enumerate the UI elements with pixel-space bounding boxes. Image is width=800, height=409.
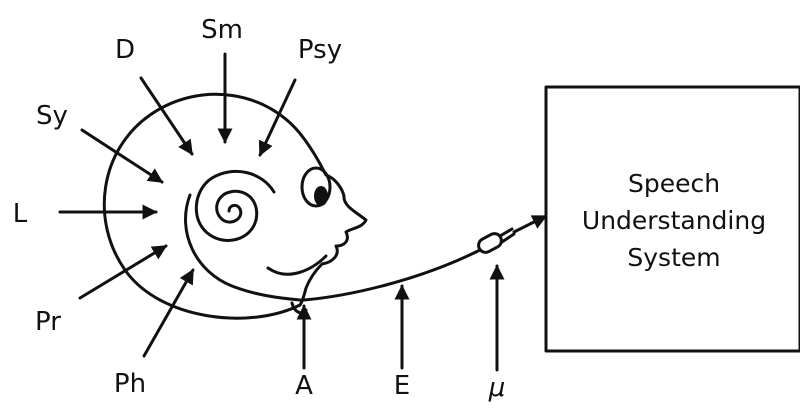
signal-cable xyxy=(302,248,482,302)
ear-spiral xyxy=(194,169,276,242)
label-sm: Sm xyxy=(201,15,243,45)
mouth xyxy=(266,254,328,276)
eye-outline xyxy=(300,166,332,208)
arrow-psy xyxy=(258,78,297,157)
label-a: A xyxy=(295,371,313,401)
arrow-mic-to-system xyxy=(512,214,548,234)
eye-pupil xyxy=(314,186,328,206)
arrow-pr xyxy=(78,244,168,300)
system-box-line3: System xyxy=(627,243,720,272)
label-l: L xyxy=(13,199,28,229)
microphone-icon xyxy=(477,227,516,254)
system-box-line1: Speech xyxy=(628,169,720,198)
label-mu: μ xyxy=(488,373,506,403)
label-sy: Sy xyxy=(36,101,68,131)
head-figure xyxy=(102,92,368,320)
label-pr: Pr xyxy=(35,307,61,337)
arrow-ph xyxy=(142,268,195,358)
arrow-sy xyxy=(80,128,164,184)
label-d: D xyxy=(115,35,135,65)
system-box xyxy=(544,85,800,353)
system-box-line2: Understanding xyxy=(582,206,766,235)
label-psy: Psy xyxy=(298,35,342,65)
inner-curve xyxy=(184,193,302,302)
head-outline xyxy=(102,92,368,320)
arrow-d xyxy=(139,76,194,156)
label-ph: Ph xyxy=(114,369,146,399)
label-e: E xyxy=(394,371,410,401)
